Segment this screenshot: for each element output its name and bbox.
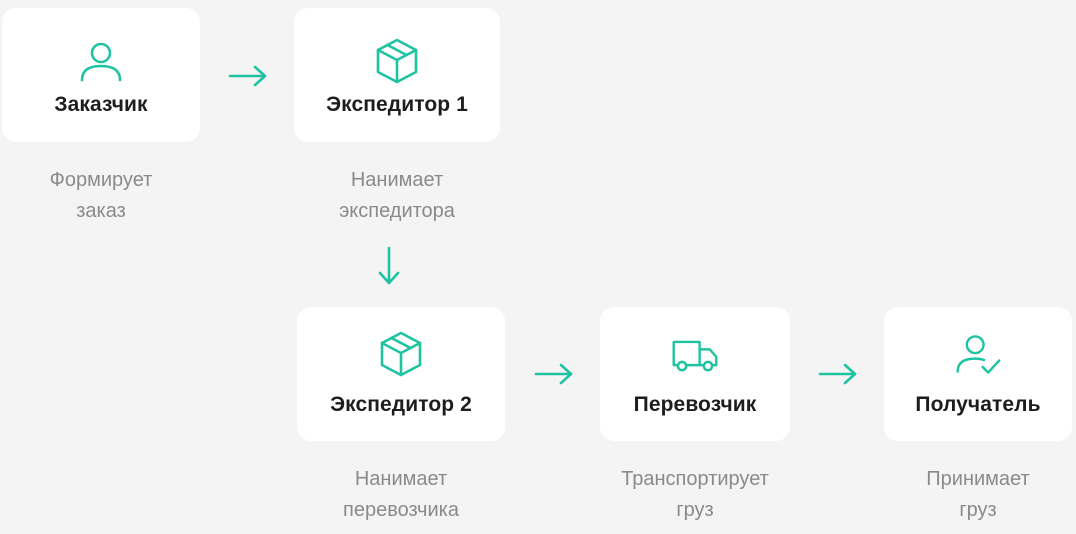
caption-line: экспедитора [339, 200, 455, 222]
node-label: Заказчик [54, 93, 148, 116]
node-forwarder-1: Экспедитор 1 [294, 8, 500, 142]
arrow-right-icon [534, 362, 574, 386]
box-icon [376, 329, 426, 379]
caption-line: Транспортирует [621, 468, 769, 490]
arrow-right-icon [228, 64, 268, 88]
node-label: Экспедитор 1 [326, 93, 468, 116]
caption-line: Нанимает [350, 169, 444, 191]
box-icon [372, 36, 422, 86]
node-recipient: Получатель [884, 307, 1072, 441]
node-caption: Формирует заказ [2, 165, 200, 227]
node-caption: Нанимает перевозчика [297, 464, 505, 526]
caption-line: Принимает [926, 468, 1030, 490]
node-label: Получатель [915, 393, 1041, 416]
node-caption: Принимает груз [874, 464, 1076, 526]
arrow-right-icon [818, 362, 858, 386]
caption-line: заказ [76, 200, 126, 222]
caption-line: груз [676, 499, 714, 521]
node-caption: Транспортирует груз [590, 464, 800, 526]
node-customer: Заказчик [2, 8, 200, 142]
user-icon [76, 36, 126, 86]
caption-line: перевозчика [343, 499, 459, 521]
truck-icon [670, 329, 720, 379]
user-check-icon [953, 329, 1003, 379]
caption-line: Нанимает [354, 468, 448, 490]
node-label: Экспедитор 2 [330, 393, 472, 416]
node-forwarder-2: Экспедитор 2 [297, 307, 505, 441]
caption-line: Формирует [49, 169, 153, 191]
node-carrier: Перевозчик [600, 307, 790, 441]
node-caption: Нанимает экспедитора [294, 165, 500, 227]
node-label: Перевозчик [633, 393, 757, 416]
arrow-down-icon [377, 246, 401, 286]
caption-line: груз [959, 499, 997, 521]
